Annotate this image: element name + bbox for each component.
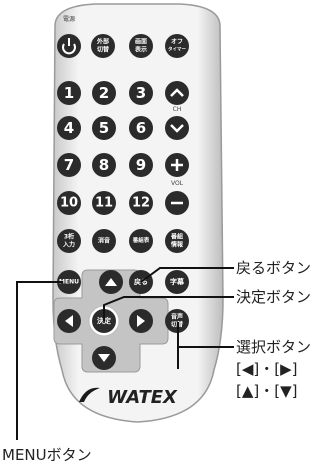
power-icon bbox=[62, 38, 76, 55]
mute-label: 消音 bbox=[98, 237, 110, 245]
triangle-up-icon bbox=[105, 278, 117, 286]
channel-down-button[interactable] bbox=[165, 116, 189, 140]
callout-line-back bbox=[140, 267, 234, 283]
digit-button-7[interactable]: 7 bbox=[57, 153, 81, 177]
digit-button-8[interactable]: 8 bbox=[92, 153, 116, 177]
digit-button-11[interactable]: 11 bbox=[92, 191, 116, 215]
program-detail-button[interactable]: 番組 情報 bbox=[165, 229, 189, 253]
callout-select-line2: [◀]・[▶] bbox=[236, 360, 298, 378]
digit-5-label: 5 bbox=[99, 119, 109, 137]
right-arrow-button[interactable] bbox=[129, 309, 153, 333]
logo-swoosh-icon bbox=[79, 387, 100, 402]
digit-button-5[interactable]: 5 bbox=[92, 116, 116, 140]
off-timer-line2: タイマー bbox=[168, 46, 186, 53]
callout-menu-label: MENUボタン bbox=[2, 446, 92, 464]
triangle-left-icon bbox=[65, 315, 73, 327]
subtitle-button-label: 字幕 bbox=[170, 277, 185, 286]
watex-logo: WATEX bbox=[79, 387, 178, 408]
digit-button-2[interactable]: 2 bbox=[92, 81, 116, 105]
three-digit-line2: 入力 bbox=[62, 241, 75, 249]
digit-button-3[interactable]: 3 bbox=[129, 81, 153, 105]
external-switch-button[interactable]: 外部 切替 bbox=[91, 34, 115, 58]
channel-up-button[interactable] bbox=[165, 81, 189, 105]
digit-11-label: 11 bbox=[95, 196, 113, 211]
chevron-up-icon bbox=[170, 88, 184, 97]
digit-1-label: 1 bbox=[64, 84, 74, 102]
digit-button-12[interactable]: 12 bbox=[129, 191, 153, 215]
digit-button-10[interactable]: 10 bbox=[57, 191, 81, 215]
power-label: 電源 bbox=[63, 15, 75, 23]
digit-button-4[interactable]: 4 bbox=[57, 116, 81, 140]
up-arrow-button[interactable] bbox=[99, 270, 123, 294]
three-digit-input-button[interactable]: 3桁 入力 bbox=[57, 229, 81, 253]
digit-button-9[interactable]: 9 bbox=[129, 153, 153, 177]
down-arrow-button[interactable] bbox=[92, 346, 116, 370]
triangle-down-icon bbox=[98, 354, 110, 362]
three-digit-line1: 3桁 bbox=[64, 233, 74, 241]
digit-4-label: 4 bbox=[64, 119, 74, 137]
power-button[interactable] bbox=[57, 34, 81, 58]
off-timer-button[interactable]: オフ タイマー bbox=[165, 34, 189, 58]
brand-text: WATEX bbox=[107, 387, 178, 408]
left-arrow-button[interactable] bbox=[57, 309, 81, 333]
ch-label: CH bbox=[173, 106, 182, 113]
callout-back-label: 戻るボタン bbox=[236, 259, 312, 277]
program-guide-label: 番組表 bbox=[132, 236, 150, 244]
digit-12-label: 12 bbox=[132, 196, 150, 211]
callout-select-line3: [▲]・[▼] bbox=[236, 382, 298, 400]
screen-display-line2: 表示 bbox=[134, 46, 147, 54]
program-guide-button[interactable]: 番組表 bbox=[129, 229, 153, 253]
off-timer-line1: オフ bbox=[171, 39, 183, 46]
callout-lines bbox=[16, 267, 234, 440]
volume-up-button[interactable] bbox=[165, 153, 189, 177]
callout-select-line1: 選択ボタン bbox=[236, 338, 312, 356]
digit-button-6[interactable]: 6 bbox=[129, 116, 153, 140]
digit-2-label: 2 bbox=[99, 84, 109, 102]
program-detail-line1: 番組 bbox=[170, 233, 183, 241]
screen-display-button[interactable]: 画面 表示 bbox=[129, 34, 153, 58]
digit-9-label: 9 bbox=[136, 156, 146, 174]
plus-icon bbox=[171, 159, 183, 171]
digit-10-label: 10 bbox=[60, 196, 78, 211]
menu-button-label: MENU bbox=[59, 279, 79, 286]
back-button-label: 戻る bbox=[133, 277, 148, 286]
mute-button[interactable]: 消音 bbox=[92, 229, 116, 253]
chevron-down-icon bbox=[170, 124, 184, 133]
digit-3-label: 3 bbox=[136, 84, 146, 102]
callout-ok-label: 決定ボタン bbox=[236, 288, 312, 306]
subtitle-button[interactable]: 字幕 bbox=[165, 270, 189, 294]
digit-8-label: 8 bbox=[99, 156, 109, 174]
external-switch-line1: 外部 bbox=[96, 38, 109, 46]
callout-line-menu bbox=[16, 281, 63, 440]
callout-line-ok bbox=[103, 296, 234, 321]
program-detail-line2: 情報 bbox=[171, 241, 184, 249]
screen-display-line1: 画面 bbox=[135, 38, 147, 46]
vol-label: VOL bbox=[171, 180, 184, 187]
external-switch-line2: 切替 bbox=[97, 46, 110, 54]
volume-down-button[interactable] bbox=[165, 191, 189, 215]
menu-button[interactable]: MENU bbox=[57, 270, 81, 294]
digit-7-label: 7 bbox=[64, 156, 74, 174]
triangle-right-icon bbox=[137, 315, 145, 327]
digit-button-1[interactable]: 1 bbox=[57, 81, 81, 105]
digit-6-label: 6 bbox=[136, 119, 146, 137]
audio-switch-line1: 音声 bbox=[171, 313, 183, 321]
